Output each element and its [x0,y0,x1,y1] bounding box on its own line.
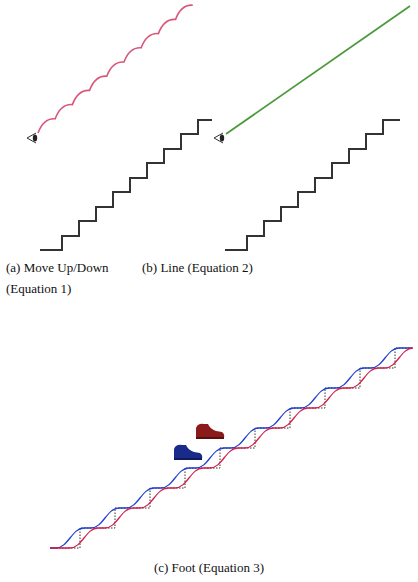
blue-foot-path [50,348,412,548]
blue-shoe [174,445,202,460]
subfigure-caption: (a) Move Up/Down (Equation 1) [6,258,138,300]
eye-symbol [27,133,37,143]
subfigure-caption: (b) Line (Equation 2) [142,258,342,279]
subfigure-caption: (c) Foot (Equation 3) [0,558,418,579]
eye-symbol [214,133,224,143]
dotted-staircase [50,348,412,548]
staircase [40,120,212,250]
staircase [225,120,400,250]
move-up-down-path [38,5,193,133]
red-shoe [196,424,224,439]
line-path [226,6,410,134]
red-foot-path [50,348,413,548]
